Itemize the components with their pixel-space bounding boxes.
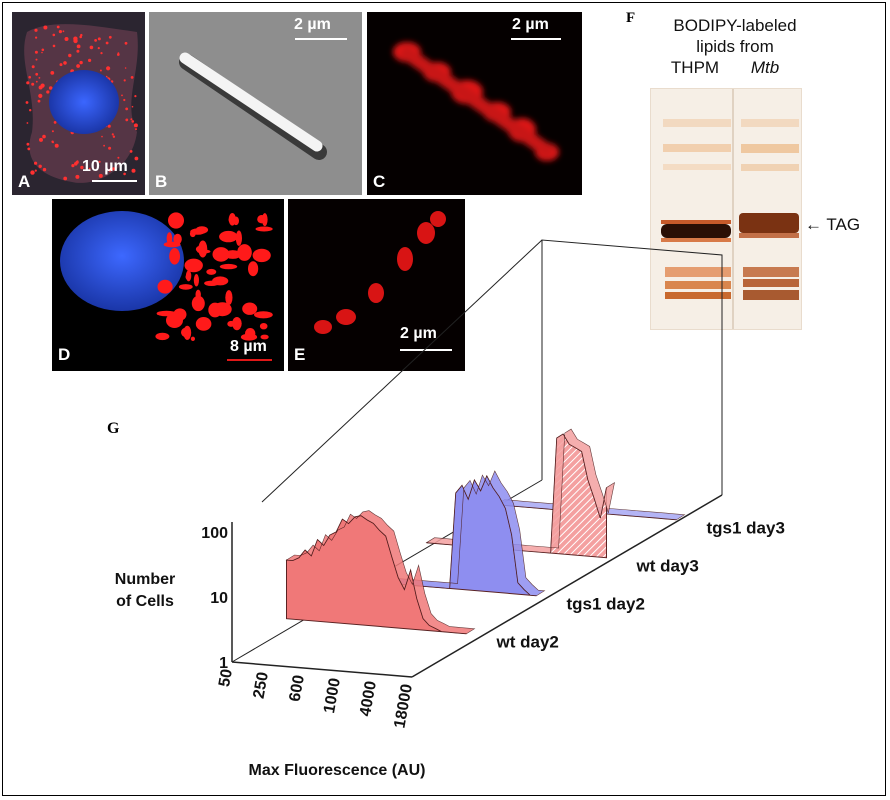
- bacterium-phase-image: [179, 52, 327, 160]
- series-label: tgs1 day2: [567, 595, 645, 614]
- panel-a-image: A 10 µm: [12, 12, 145, 195]
- scale-bar-e: [400, 349, 452, 351]
- x-tick-label: 250: [251, 671, 272, 700]
- panel-label-g: G: [107, 420, 120, 437]
- tag-arrow-label: ← TAG: [805, 215, 861, 234]
- x-axis-line: [231, 661, 413, 678]
- macrophage-image: [60, 211, 273, 341]
- scale-label-e: 2 µm: [400, 325, 437, 342]
- y-tick-label: 100: [201, 525, 228, 542]
- panel-label-c: C: [373, 172, 386, 191]
- y-tick-label: 1: [219, 655, 228, 672]
- series-label: wt day2: [496, 633, 559, 652]
- scale-bar-d: [227, 359, 272, 361]
- gel-lane-mtb: Mtb: [750, 58, 780, 77]
- x-tick-label: 4000: [357, 680, 380, 718]
- tag-band-mtb: [739, 213, 799, 233]
- x-tick-label: 1000: [321, 677, 344, 715]
- gel-lane-thpm: THPM: [670, 58, 720, 77]
- panel-label-a: A: [18, 172, 31, 191]
- depth-axis-line: [411, 494, 723, 678]
- panel-c-image: C 2 µm: [367, 12, 582, 195]
- back-wall: [541, 239, 723, 495]
- scale-label-a: 10 µm: [82, 158, 128, 175]
- gel-title-line2: lipids from: [696, 37, 774, 56]
- panel-label-f: F: [626, 10, 636, 26]
- series-ridge-wt-day2: [285, 510, 476, 635]
- panel-f-gel: [650, 88, 802, 330]
- panel-label-e: E: [294, 345, 306, 364]
- scale-label-d: 8 µm: [230, 338, 267, 355]
- series-area-wt-day2: [286, 515, 467, 635]
- tlc-plate: [661, 89, 799, 329]
- intracellular-bacteria-image: [314, 211, 446, 334]
- left-wall-edge: [261, 239, 543, 503]
- x-axis-title: Max Fluorescence (AU): [249, 762, 426, 779]
- panel-label-b: B: [155, 172, 168, 191]
- x-tick-label: 600: [287, 674, 308, 703]
- gel-title-line1: BODIPY-labeled: [673, 16, 797, 35]
- scale-label-c: 2 µm: [512, 16, 549, 33]
- panel-label-d: D: [58, 345, 71, 364]
- nucleus-shape: [49, 70, 119, 134]
- y-axis-title-line1: Number: [115, 571, 175, 588]
- y-tick-label: 10: [210, 590, 228, 607]
- nucleus-shape: [60, 211, 184, 311]
- panel-b-image: B 2 µm: [149, 12, 362, 195]
- x-tick-label: 50: [216, 668, 236, 689]
- series-label: tgs1 day3: [707, 519, 785, 538]
- bacterium-lipid-image: [393, 42, 559, 161]
- scale-bar-c: [511, 38, 561, 40]
- y-axis-title-line2: of Cells: [116, 593, 174, 610]
- series-label: wt day3: [636, 557, 699, 576]
- cell-micrograph: [24, 24, 139, 183]
- scale-bar-a: [92, 180, 137, 182]
- x-tick-label: 18000: [391, 683, 415, 730]
- panel-e-image: E 2 µm: [288, 199, 465, 371]
- scale-label-b: 2 µm: [294, 16, 331, 33]
- panel-d-image: D 8 µm: [52, 199, 284, 371]
- tag-band-thpm: [661, 224, 731, 238]
- scale-bar-b: [295, 38, 347, 40]
